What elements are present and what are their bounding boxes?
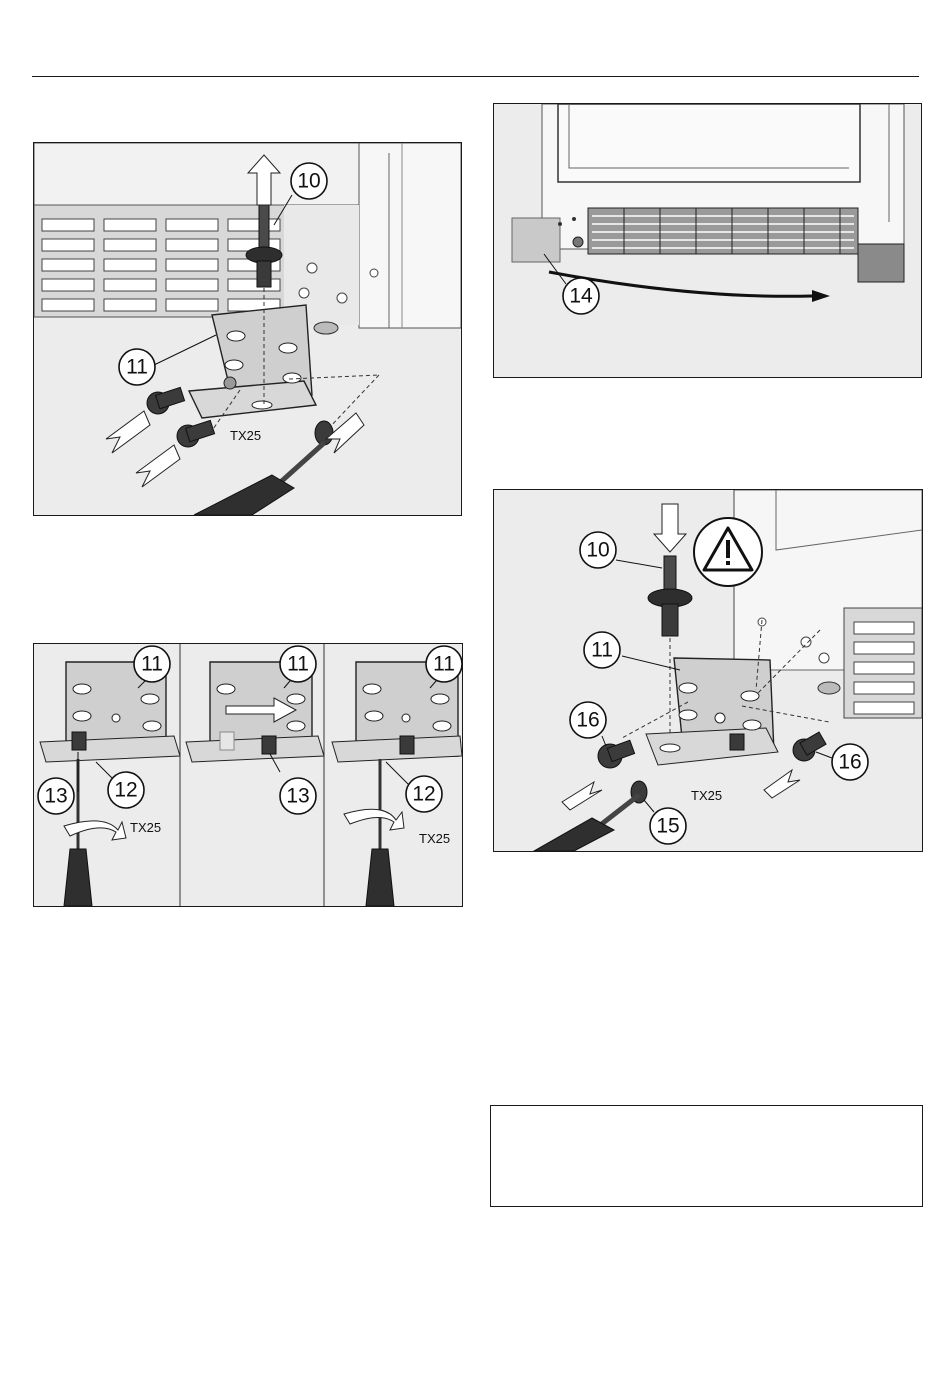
svg-text:15: 15 xyxy=(656,815,679,838)
callout-13-a: 13 xyxy=(38,778,74,814)
figure-hinge-steps: TX25 11 13 12 11 13 xyxy=(33,643,463,907)
svg-text:14: 14 xyxy=(569,285,593,308)
callout-15: 15 xyxy=(650,808,686,844)
tool-label-tx25: TX25 xyxy=(230,428,261,443)
callout-16-left: 16 xyxy=(570,702,606,738)
callout-13-b: 13 xyxy=(280,778,316,814)
svg-text:11: 11 xyxy=(287,653,309,676)
svg-text:16: 16 xyxy=(576,709,599,732)
svg-text:11: 11 xyxy=(141,653,163,676)
figure-hinge-steps-illustration: TX25 11 13 12 11 13 xyxy=(34,644,462,906)
callout-12-c: 12 xyxy=(406,776,442,812)
svg-text:11: 11 xyxy=(433,653,455,676)
figure-remove-hinge: TX25 10 11 xyxy=(33,142,462,516)
svg-text:12: 12 xyxy=(114,779,137,802)
tool-label-tx25-1: TX25 xyxy=(130,820,161,835)
warning-triangle-icon xyxy=(694,518,762,586)
callout-14: 14 xyxy=(563,278,599,314)
svg-text:10: 10 xyxy=(586,539,609,562)
note-box xyxy=(490,1105,923,1207)
tool-label-tx25-install: TX25 xyxy=(691,788,722,803)
svg-text:13: 13 xyxy=(286,785,309,808)
tool-label-tx25-2: TX25 xyxy=(419,831,450,846)
figure-move-cover: 14 xyxy=(493,103,922,378)
svg-text:12: 12 xyxy=(412,783,435,806)
svg-text:10: 10 xyxy=(297,170,320,193)
figure-install-hinge-illustration: TX25 10 11 16 16 15 xyxy=(494,490,922,851)
callout-16-right: 16 xyxy=(832,744,868,780)
callout-10: 10 xyxy=(580,532,616,568)
callout-11: 11 xyxy=(119,349,155,385)
svg-text:16: 16 xyxy=(838,751,861,774)
figure-install-hinge: TX25 10 11 16 16 15 xyxy=(493,489,923,852)
callout-12-a: 12 xyxy=(108,772,144,808)
svg-text:11: 11 xyxy=(591,639,613,662)
header-rule xyxy=(32,76,919,77)
callout-11-a: 11 xyxy=(134,646,170,682)
callout-11-c: 11 xyxy=(426,646,462,682)
callout-11-b: 11 xyxy=(280,646,316,682)
figure-move-cover-illustration: 14 xyxy=(494,104,921,377)
svg-text:13: 13 xyxy=(44,785,67,808)
callout-10: 10 xyxy=(291,163,327,199)
figure-remove-hinge-illustration: TX25 10 11 xyxy=(34,143,461,515)
svg-text:11: 11 xyxy=(126,356,148,379)
callout-11: 11 xyxy=(584,632,620,668)
